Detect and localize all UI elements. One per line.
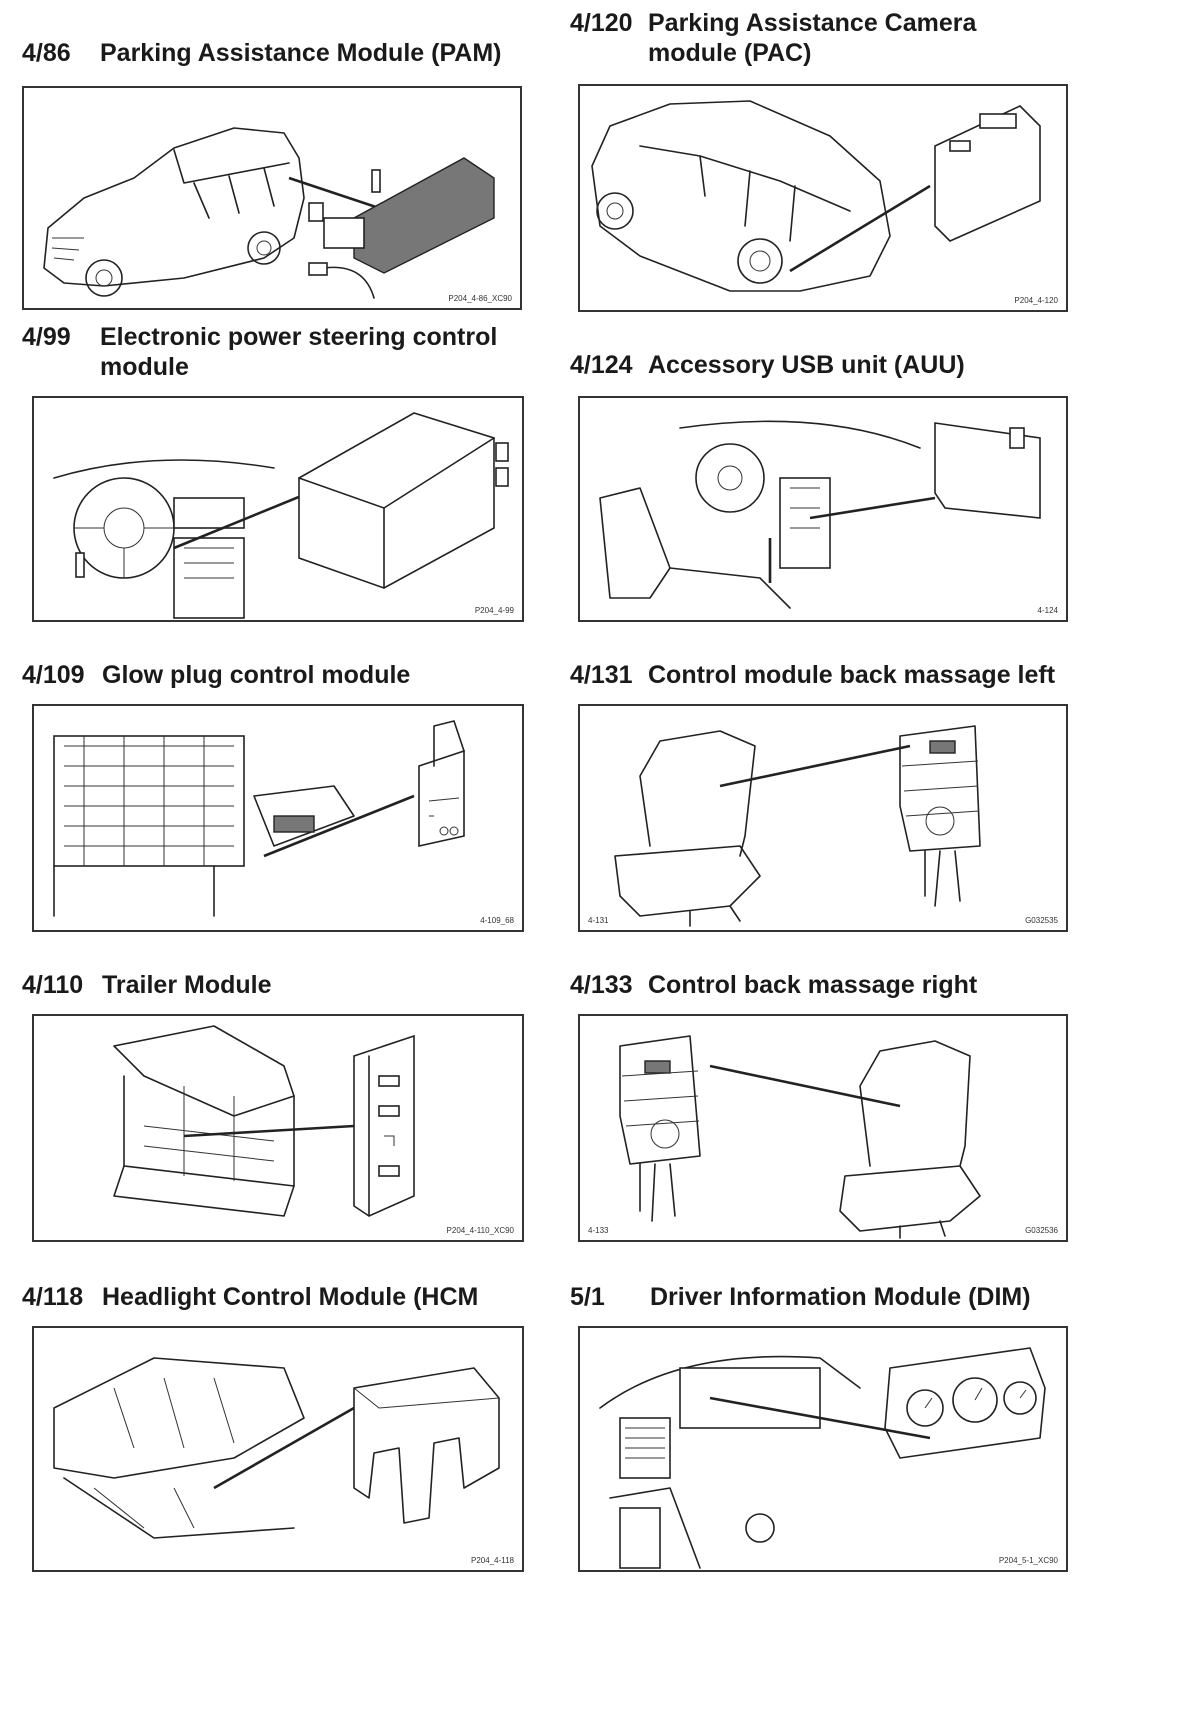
trailer-module-illustration	[113, 1025, 415, 1217]
power-steering-illustration	[53, 412, 509, 619]
module-code: 4/133	[570, 971, 633, 999]
figure-reference: G032535	[1025, 916, 1058, 925]
module-title: Electronic power steering control module	[100, 323, 498, 381]
module-code: 5/1	[570, 1283, 605, 1311]
headlight-control-illustration	[53, 1357, 500, 1539]
illustration-panel: P204_5-1_XC90	[578, 1326, 1068, 1572]
module-title: Control module back massage left	[648, 661, 1056, 689]
pac-illustration	[591, 100, 1041, 292]
usb-unit-illustration	[599, 420, 1041, 609]
module-code: 4/124	[570, 351, 633, 379]
illustration-panel: 4-133 G032536	[578, 1014, 1068, 1242]
entry-4-86: 4/86 Parking Assistance Module (PAM) P20…	[22, 38, 582, 318]
entry-4-133: 4/133 Control back massage right 4-133 G…	[570, 970, 1130, 1252]
illustration-panel: 4-131 G032535	[578, 704, 1068, 932]
module-code: 4/131	[570, 661, 633, 689]
massage-right-illustration	[619, 1035, 981, 1239]
module-code: 4/120	[570, 9, 633, 37]
massage-left-illustration	[614, 725, 981, 927]
figure-reference-left: 4-133	[588, 1226, 609, 1235]
module-code: 4/109	[22, 661, 85, 689]
figure-reference: P204_4-99	[474, 606, 514, 615]
figure-reference: P204_4-110_XC90	[446, 1226, 514, 1235]
entry-4-131: 4/131 Control module back massage left 4…	[570, 660, 1130, 942]
illustration-panel: P204_4-86_XC90	[22, 86, 522, 310]
entry-4-99: 4/99 Electronic power steering control m…	[22, 322, 582, 632]
module-title: Parking Assistance Module (PAM)	[100, 39, 502, 67]
module-title: Driver Information Module (DIM)	[650, 1283, 1031, 1311]
module-title: Glow plug control module	[102, 661, 411, 689]
entry-4-124: 4/124 Accessory USB unit (AUU) 4-124	[570, 350, 1130, 632]
pam-illustration	[43, 127, 495, 299]
module-title: Headlight Control Module (HCM	[102, 1283, 479, 1311]
entry-4-109: 4/109 Glow plug control module 4-109_68	[22, 660, 582, 942]
entry-4-120: 4/120 Parking Assistance Camera module (…	[570, 8, 1130, 318]
module-title: Trailer Module	[102, 971, 272, 999]
glow-plug-illustration	[53, 720, 465, 917]
illustration-panel: 4-124	[578, 396, 1068, 622]
figure-reference: 4-124	[1037, 606, 1058, 615]
figure-reference-left: 4-131	[588, 916, 609, 925]
figure-reference: P204_4-120	[1014, 296, 1058, 305]
driver-information-illustration	[599, 1347, 1046, 1569]
figure-reference: P204_5-1_XC90	[998, 1556, 1058, 1565]
illustration-panel: P204_4-110_XC90	[32, 1014, 524, 1242]
entry-4-118: 4/118 Headlight Control Module (HCM P204…	[22, 1282, 582, 1582]
module-code: 4/110	[22, 971, 84, 999]
entry-4-110: 4/110 Trailer Module P204_4-110_XC90	[22, 970, 582, 1252]
module-code: 4/99	[22, 323, 71, 351]
module-title: Control back massage right	[648, 971, 978, 999]
figure-reference: P204_4-86_XC90	[448, 294, 512, 303]
illustration-panel: P204_4-120	[578, 84, 1068, 312]
figure-reference: P204_4-118	[471, 1556, 514, 1565]
figure-reference: G032536	[1025, 1226, 1058, 1235]
illustration-panel: P204_4-99	[32, 396, 524, 622]
module-title: Parking Assistance Camera module (PAC)	[648, 9, 977, 67]
illustration-panel: P204_4-118	[32, 1326, 524, 1572]
module-code: 4/86	[22, 39, 71, 67]
module-title: Accessory USB unit (AUU)	[648, 351, 965, 379]
module-code: 4/118	[22, 1283, 84, 1311]
figure-reference: 4-109_68	[480, 916, 514, 925]
entry-5-1: 5/1 Driver Information Module (DIM) P204…	[570, 1282, 1130, 1582]
illustration-panel: 4-109_68	[32, 704, 524, 932]
